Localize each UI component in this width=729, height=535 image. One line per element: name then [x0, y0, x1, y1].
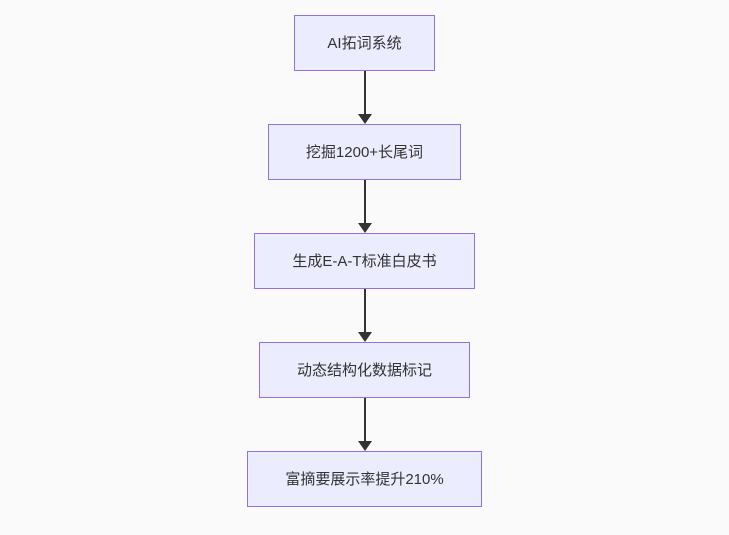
arrowhead-down-icon — [357, 114, 372, 124]
flow-node-label: 挖掘1200+长尾词 — [305, 143, 424, 161]
arrow-line — [363, 180, 366, 223]
arrowhead-down-icon — [357, 441, 372, 451]
arrowhead-down-icon — [357, 332, 372, 342]
flow-node-label: 动态结构化数据标记 — [296, 361, 432, 379]
flow-edge-b-c — [357, 180, 372, 233]
flow-edge-d-e — [357, 398, 372, 451]
arrow-line — [363, 71, 366, 114]
flow-node-label: 富摘要展示率提升210% — [285, 470, 444, 488]
flow-edge-a-b — [357, 71, 372, 124]
flow-node-label: AI拓词系统 — [327, 34, 402, 52]
arrow-line — [363, 289, 366, 332]
flow-node-structured-data-markup: 动态结构化数据标记 — [258, 342, 470, 398]
flow-node-rich-snippet-result: 富摘要展示率提升210% — [247, 451, 482, 507]
flow-node-label: 生成E-A-T标准白皮书 — [292, 252, 437, 270]
flow-node-eat-whitepaper: 生成E-A-T标准白皮书 — [254, 233, 475, 289]
flow-node-ai-keyword-system: AI拓词系统 — [294, 15, 435, 71]
arrow-line — [363, 398, 366, 441]
flow-node-longtail-mining: 挖掘1200+长尾词 — [267, 124, 462, 180]
arrowhead-down-icon — [357, 223, 372, 233]
flow-edge-c-d — [357, 289, 372, 342]
